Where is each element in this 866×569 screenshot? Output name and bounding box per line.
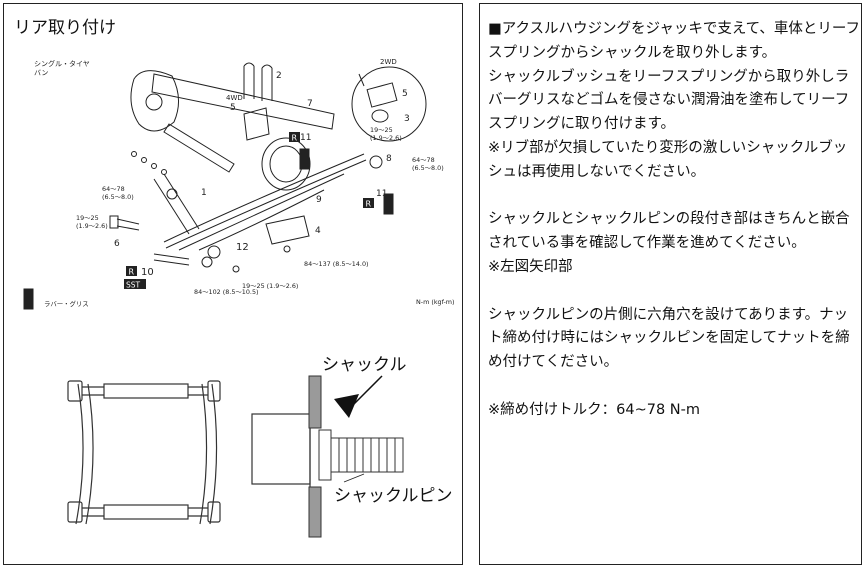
shackle-pin-label: シャックルピン	[334, 486, 453, 506]
sst-mark: SST	[126, 281, 141, 290]
paragraph-torque: ※締め付けトルク：64~78 N-m	[488, 401, 701, 418]
torque-19-25-a: 19～25	[370, 126, 393, 134]
part-3: 3	[404, 114, 410, 124]
left-panel: リア取り付け	[3, 3, 463, 565]
part-9: 9	[316, 195, 322, 205]
part-11-b: 11	[376, 189, 387, 199]
torque-19-25-a-kgf: (1.9～2.6)	[370, 134, 402, 142]
label-rubber-grease: ラバー・グリス	[44, 299, 89, 308]
part-4: 4	[315, 226, 321, 236]
part-11-a: 11	[300, 133, 311, 143]
torque-64-78-b: 64～78	[412, 156, 435, 164]
part-5: 5	[230, 103, 236, 113]
part-12: 12	[236, 242, 249, 253]
rear-suspension-diagram: R R R SST シングル・タイヤ バン 4WD 2WD ラバー・グリス N-…	[23, 58, 455, 310]
part-6: 6	[114, 239, 120, 249]
torque-64-78-a-kgf: (6.5～8.0)	[102, 193, 134, 201]
part-1: 1	[201, 188, 207, 198]
part-5-2wd: 5	[402, 89, 408, 99]
torque-19-25-c: 19～25 (1.9～2.6)	[242, 282, 298, 290]
paragraph-fitting-check: シャックルとシャックルピンの段付き部はきちんと嵌合されている事を確認して作業を進…	[488, 211, 850, 275]
instructions-text: ■アクスルハウジングをジャッキで支えて、車体とリーフスプリングからシャックルを取…	[488, 18, 860, 423]
label-unit: N-m (kgf-m)	[416, 298, 455, 306]
torque-19-25-b-kgf: (1.9～2.6)	[76, 222, 108, 230]
paragraph-hex-hole: シャックルピンの片側に六角穴を設けてあります。ナット締め付け時にはシャックルピン…	[488, 306, 850, 371]
part-2: 2	[276, 71, 282, 81]
torque-19-25-b: 19～25	[76, 214, 99, 222]
paragraph-removal: ■アクスルハウジングをジャッキで支えて、車体とリーフスプリングからシャックルを取…	[488, 21, 860, 180]
label-4wd: 4WD	[226, 94, 243, 102]
torque-64-78-b-kgf: (6.5～8.0)	[412, 164, 444, 172]
label-single-tire: シングル・タイヤ	[34, 59, 90, 68]
part-8: 8	[386, 154, 392, 164]
torque-84-137: 84～137 (8.5～14.0)	[304, 260, 369, 268]
right-panel: ■アクスルハウジングをジャッキで支えて、車体とリーフスプリングからシャックルを取…	[479, 3, 862, 565]
r-mark-3: R	[129, 268, 135, 277]
r-mark-1: R	[292, 134, 298, 143]
section-title: リア取り付け	[14, 18, 116, 38]
torque-84-102: 84～102 (8.5～10.5)	[194, 288, 259, 296]
label-2wd: 2WD	[380, 58, 397, 66]
torque-64-78-a: 64～78	[102, 185, 125, 193]
shackle-label: シャックル	[322, 355, 407, 375]
r-mark-2: R	[366, 200, 372, 209]
part-7: 7	[307, 99, 313, 109]
label-van: バン	[34, 69, 48, 77]
part-10: 10	[141, 267, 154, 278]
